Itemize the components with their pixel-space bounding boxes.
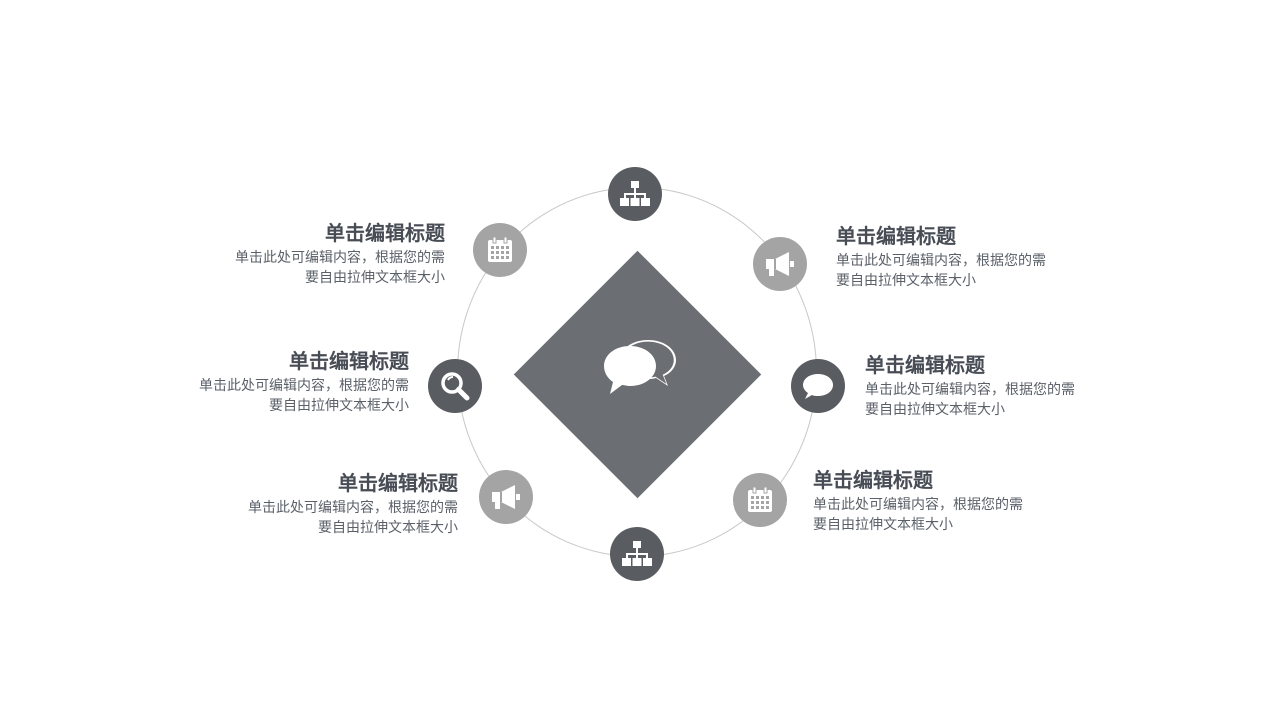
block-description-line: 单击此处可编辑内容，根据您的需 xyxy=(199,378,409,394)
block-description[interactable]: 单击此处可编辑内容，根据您的需 要自由拉伸文本框大小 xyxy=(109,376,409,416)
calendar-icon xyxy=(748,486,772,512)
org-chart-icon xyxy=(622,541,652,566)
org-chart-icon xyxy=(620,181,650,206)
block-description[interactable]: 单击此处可编辑内容，根据您的需 要自由拉伸文本框大小 xyxy=(865,380,1165,420)
block-description-line: 单击此处可编辑内容，根据您的需 xyxy=(235,250,445,266)
block-title[interactable]: 单击编辑标题 xyxy=(325,221,445,245)
text-block-right: 单击编辑标题 单击此处可编辑内容，根据您的需 要自由拉伸文本框大小 xyxy=(865,352,1165,420)
block-title[interactable]: 单击编辑标题 xyxy=(289,349,409,373)
block-description-line: 要自由拉伸文本框大小 xyxy=(305,270,445,286)
block-description[interactable]: 单击此处可编辑内容，根据您的需 要自由拉伸文本框大小 xyxy=(813,495,1113,535)
calendar-node-upper-left[interactable] xyxy=(473,223,527,277)
block-description-line: 要自由拉伸文本框大小 xyxy=(813,517,953,533)
search-icon xyxy=(441,372,470,401)
block-description-line: 要自由拉伸文本框大小 xyxy=(269,398,409,414)
block-description[interactable]: 单击此处可编辑内容，根据您的需 要自由拉伸文本框大小 xyxy=(158,498,458,538)
block-description-line: 要自由拉伸文本框大小 xyxy=(836,273,976,289)
text-block-lower-left: 单击编辑标题 单击此处可编辑内容，根据您的需 要自由拉伸文本框大小 xyxy=(158,470,458,538)
calendar-node-lower-right[interactable] xyxy=(733,473,787,527)
org-chart-node-top[interactable] xyxy=(608,167,662,221)
megaphone-icon xyxy=(492,485,520,509)
block-title[interactable]: 单击编辑标题 xyxy=(813,468,933,492)
block-title[interactable]: 单击编辑标题 xyxy=(836,224,956,248)
chat-bubbles-icon xyxy=(600,334,680,404)
block-description-line: 单击此处可编辑内容，根据您的需 xyxy=(248,500,458,516)
text-block-upper-right: 单击编辑标题 单击此处可编辑内容，根据您的需 要自由拉伸文本框大小 xyxy=(836,223,1136,291)
chat-bubble-node-right[interactable] xyxy=(791,359,845,413)
megaphone-node-lower-left[interactable] xyxy=(479,470,533,524)
block-description-line: 要自由拉伸文本框大小 xyxy=(318,520,458,536)
megaphone-node-upper-right[interactable] xyxy=(753,237,807,291)
text-block-upper-left: 单击编辑标题 单击此处可编辑内容，根据您的需 要自由拉伸文本框大小 xyxy=(145,220,445,288)
text-block-left: 单击编辑标题 单击此处可编辑内容，根据您的需 要自由拉伸文本框大小 xyxy=(109,348,409,416)
block-title[interactable]: 单击编辑标题 xyxy=(338,471,458,495)
text-block-lower-right: 单击编辑标题 单击此处可编辑内容，根据您的需 要自由拉伸文本框大小 xyxy=(813,467,1113,535)
chat-bubble-icon xyxy=(803,374,833,399)
org-chart-node-bottom[interactable] xyxy=(610,527,664,581)
block-description[interactable]: 单击此处可编辑内容，根据您的需 要自由拉伸文本框大小 xyxy=(836,251,1136,291)
block-description-line: 要自由拉伸文本框大小 xyxy=(865,402,1005,418)
block-title[interactable]: 单击编辑标题 xyxy=(865,353,985,377)
calendar-icon xyxy=(488,236,512,262)
search-node-left[interactable] xyxy=(428,359,482,413)
block-description[interactable]: 单击此处可编辑内容，根据您的需 要自由拉伸文本框大小 xyxy=(145,248,445,288)
block-description-line: 单击此处可编辑内容，根据您的需 xyxy=(865,382,1075,398)
block-description-line: 单击此处可编辑内容，根据您的需 xyxy=(813,497,1023,513)
block-description-line: 单击此处可编辑内容，根据您的需 xyxy=(836,253,1046,269)
megaphone-icon xyxy=(766,252,794,276)
